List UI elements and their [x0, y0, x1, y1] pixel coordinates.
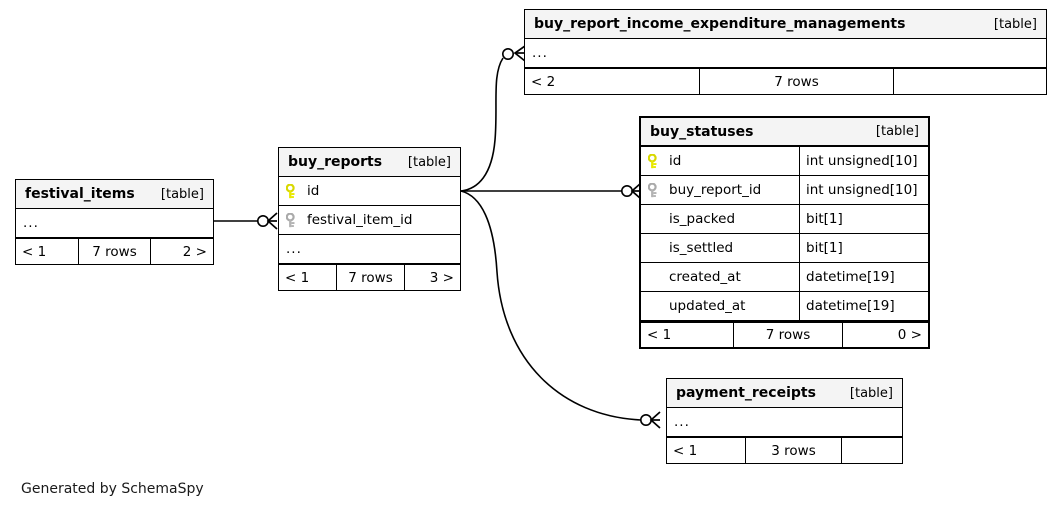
- table-header: festival_items [table]: [16, 180, 213, 209]
- column-name: updated_at: [669, 298, 746, 314]
- foreign-key-icon: [647, 181, 661, 198]
- column-type: datetime[19]: [799, 263, 928, 291]
- footer-children-count: 0 >: [897, 327, 922, 343]
- footer-parents-count: < 2: [531, 73, 556, 90]
- column-name: id: [669, 153, 682, 169]
- table-footer: < 1 7 rows 3 >: [279, 264, 460, 290]
- column-row-buy-report-id[interactable]: buy_report_id int unsigned[10]: [641, 176, 928, 205]
- column-name: buy_report_id: [669, 182, 762, 198]
- table-ellipsis-row: ...: [279, 235, 460, 264]
- column-name: is_settled: [669, 240, 734, 256]
- footer-children-count: [842, 438, 902, 463]
- column-name: is_packed: [669, 211, 736, 227]
- table-buy-statuses[interactable]: buy_statuses [table] id int unsigned[10]: [639, 116, 930, 349]
- table-header: payment_receipts [table]: [667, 379, 902, 408]
- generated-by-credit: Generated by SchemaSpy: [21, 481, 204, 497]
- footer-row-count: 7 rows: [336, 265, 405, 290]
- footer-children-count: 2 >: [182, 243, 207, 260]
- column-type: bit[1]: [799, 234, 928, 262]
- footer-parents-count: < 1: [285, 269, 310, 286]
- primary-key-icon: [285, 182, 299, 199]
- relationship-buy-reports-payment-receipts: [460, 190, 642, 421]
- column-type: datetime[19]: [799, 292, 928, 320]
- table-ellipsis-row: ...: [16, 209, 213, 238]
- table-buy-reports[interactable]: buy_reports [table] id: [278, 147, 461, 291]
- column-row-updated-at[interactable]: updated_at datetime[19]: [641, 292, 928, 321]
- table-header: buy_report_income_expenditure_management…: [525, 10, 1046, 39]
- table-name: buy_report_income_expenditure_management…: [534, 16, 906, 32]
- footer-row-count: 7 rows: [733, 323, 843, 347]
- table-kind-label: [table]: [875, 124, 919, 139]
- table-kind-label: [table]: [849, 385, 893, 401]
- footer-children-count: 3 >: [429, 269, 454, 286]
- column-row-is-packed[interactable]: is_packed bit[1]: [641, 205, 928, 234]
- table-kind-label: [table]: [160, 186, 204, 202]
- table-footer: < 1 7 rows 2 >: [16, 238, 213, 264]
- table-name: buy_statuses: [650, 123, 754, 140]
- table-header: buy_statuses [table]: [641, 118, 928, 147]
- primary-key-icon: [647, 152, 661, 169]
- column-type: bit[1]: [799, 205, 928, 233]
- footer-row-count: 7 rows: [699, 69, 894, 94]
- table-ellipsis-row: ...: [667, 408, 902, 437]
- column-row-id[interactable]: id: [279, 177, 460, 206]
- column-row-festival-item-id[interactable]: festival_item_id: [279, 206, 460, 235]
- footer-row-count: 3 rows: [745, 438, 842, 463]
- table-footer: < 1 3 rows: [667, 437, 902, 463]
- table-festival-items[interactable]: festival_items [table] ... < 1 7 rows 2 …: [15, 179, 214, 265]
- column-name: festival_item_id: [307, 212, 413, 228]
- table-name: payment_receipts: [676, 385, 816, 401]
- table-kind-label: [table]: [407, 154, 451, 170]
- footer-children-count: [894, 69, 1046, 94]
- footer-row-count: 7 rows: [78, 239, 151, 264]
- column-type: int unsigned[10]: [799, 176, 928, 204]
- footer-parents-count: < 1: [673, 442, 698, 459]
- table-name: buy_reports: [288, 154, 383, 170]
- table-header: buy_reports [table]: [279, 148, 460, 177]
- foreign-key-icon: [285, 211, 299, 228]
- column-row-is-settled[interactable]: is_settled bit[1]: [641, 234, 928, 263]
- column-name: id: [307, 183, 320, 199]
- footer-parents-count: < 1: [22, 243, 47, 260]
- table-footer: < 1 7 rows 0 >: [641, 321, 928, 347]
- table-payment-receipts[interactable]: payment_receipts [table] ... < 1 3 rows: [666, 378, 903, 464]
- column-type: int unsigned[10]: [799, 147, 928, 175]
- table-name: festival_items: [25, 186, 135, 202]
- relationship-buy-reports-income-expenditure: [460, 57, 504, 192]
- table-kind-label: [table]: [993, 16, 1037, 32]
- table-footer: < 2 7 rows: [525, 68, 1046, 94]
- column-row-created-at[interactable]: created_at datetime[19]: [641, 263, 928, 292]
- column-name: created_at: [669, 269, 741, 285]
- column-row-id[interactable]: id int unsigned[10]: [641, 147, 928, 176]
- table-buy-report-income-expenditure-managements[interactable]: buy_report_income_expenditure_management…: [524, 9, 1047, 95]
- footer-parents-count: < 1: [647, 327, 672, 343]
- table-ellipsis-row: ...: [525, 39, 1046, 68]
